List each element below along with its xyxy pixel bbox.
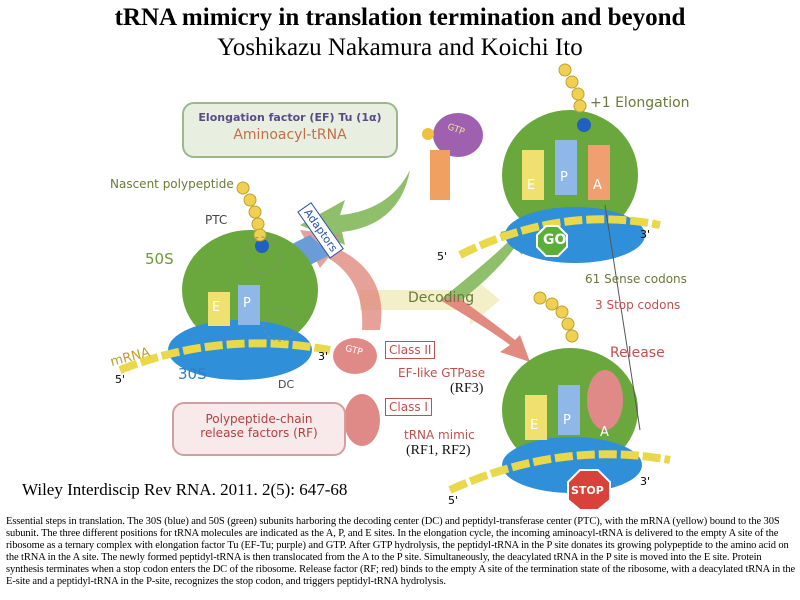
dc-circle [263, 308, 297, 342]
site-a-top: A [593, 178, 602, 193]
dc-label: DC [278, 378, 295, 391]
trna-a-elongation [588, 145, 610, 200]
ptc-circle [243, 236, 281, 274]
rf-box-label: Polypeptide-chain release factors (RF) [200, 412, 318, 440]
mrna-strand [118, 339, 331, 374]
decoding-arrow [360, 275, 500, 325]
site-p-bottom: P [563, 413, 571, 428]
site-p-left: P [243, 296, 251, 311]
three-prime-bottom: 3' [640, 475, 651, 488]
ef-tu [433, 113, 483, 157]
30s-subunit-elongation [505, 207, 645, 263]
50s-label: 50S [145, 250, 174, 268]
rf1-rf2-shape [344, 394, 380, 446]
elongation-label: +1 Elongation [590, 95, 690, 111]
trna-p [238, 285, 260, 325]
trna-mimic-label: tRNA mimic [404, 428, 475, 442]
peptide-anchor [255, 239, 269, 253]
mrna-strand-termination [448, 450, 671, 494]
ef-tu-label: Elongation factor (EF) Tu (1α) [198, 111, 382, 124]
five-prime-left: 5' [115, 373, 126, 386]
trna-e [208, 292, 230, 326]
stop-label: STOP [571, 484, 604, 497]
stop-sign [567, 469, 611, 510]
rf-termination [587, 370, 623, 430]
release-label: Release [610, 345, 665, 361]
three-prime-top: 3' [640, 228, 651, 241]
polypeptide-chain-elongation [558, 63, 587, 113]
class-i-label: Class I [385, 398, 432, 416]
trna-e-elongation [522, 150, 544, 200]
trna-p-termination [558, 385, 580, 435]
sense-codons-label: 61 Sense codons [585, 272, 687, 286]
three-prime-left: 3' [318, 350, 329, 363]
mrna-strand-elongation [458, 215, 661, 259]
rf3-shape [333, 338, 377, 374]
nascent-polypeptide-label: Nascent polypeptide [110, 177, 234, 191]
codon-pointer-line [604, 204, 641, 431]
rf1-rf2-label: (RF1, RF2) [406, 443, 471, 458]
five-prime-top: 5' [437, 250, 448, 263]
citation: Wiley Interdiscip Rev RNA. 2011. 2(5): 6… [22, 480, 348, 499]
site-a-bottom: A [600, 425, 609, 440]
trna-e-termination [525, 395, 547, 440]
aminoacyl-trna-label: Aminoacyl-tRNA [233, 127, 347, 143]
go-sign [536, 225, 568, 257]
site-e-top: E [527, 178, 536, 193]
nascent-polypeptide-chain [236, 181, 267, 242]
trna-p-elongation [555, 140, 577, 195]
rf-box: Polypeptide-chain release factors (RF) [172, 402, 346, 456]
site-e-bottom: E [530, 418, 539, 433]
translation-diagram [118, 63, 671, 510]
peptide-anchor-elongation [577, 118, 591, 132]
30s-subunit [168, 320, 312, 380]
aminoacyl-trna [430, 150, 450, 200]
ef-tu-box: Elongation factor (EF) Tu (1α) Aminoacyl… [182, 102, 398, 158]
elongation-arrow [440, 225, 530, 305]
rf3-label: (RF3) [450, 381, 484, 396]
30s-label: 30S [178, 365, 207, 383]
amino-acid [422, 128, 434, 140]
released-polypeptide [533, 291, 579, 343]
decoding-label: Decoding [408, 290, 475, 306]
stop-codons-label: 3 Stop codons [595, 298, 681, 312]
ptc-label: PTC [205, 213, 228, 227]
site-e-left: E [212, 300, 221, 315]
figure-caption: Essential steps in translation. The 30S … [6, 516, 796, 587]
go-label: GO [543, 232, 567, 248]
class-ii-label: Class II [385, 341, 436, 359]
slide-title: tRNA mimicry in translation termination … [114, 4, 686, 31]
ef-like-gtpase-label: EF-like GTPase [398, 366, 486, 380]
site-p-top: P [560, 170, 568, 185]
five-prime-bottom: 5' [448, 494, 459, 507]
authors: Yoshikazu Nakamura and Koichi Ito [217, 34, 583, 61]
release-arrow [440, 295, 530, 362]
